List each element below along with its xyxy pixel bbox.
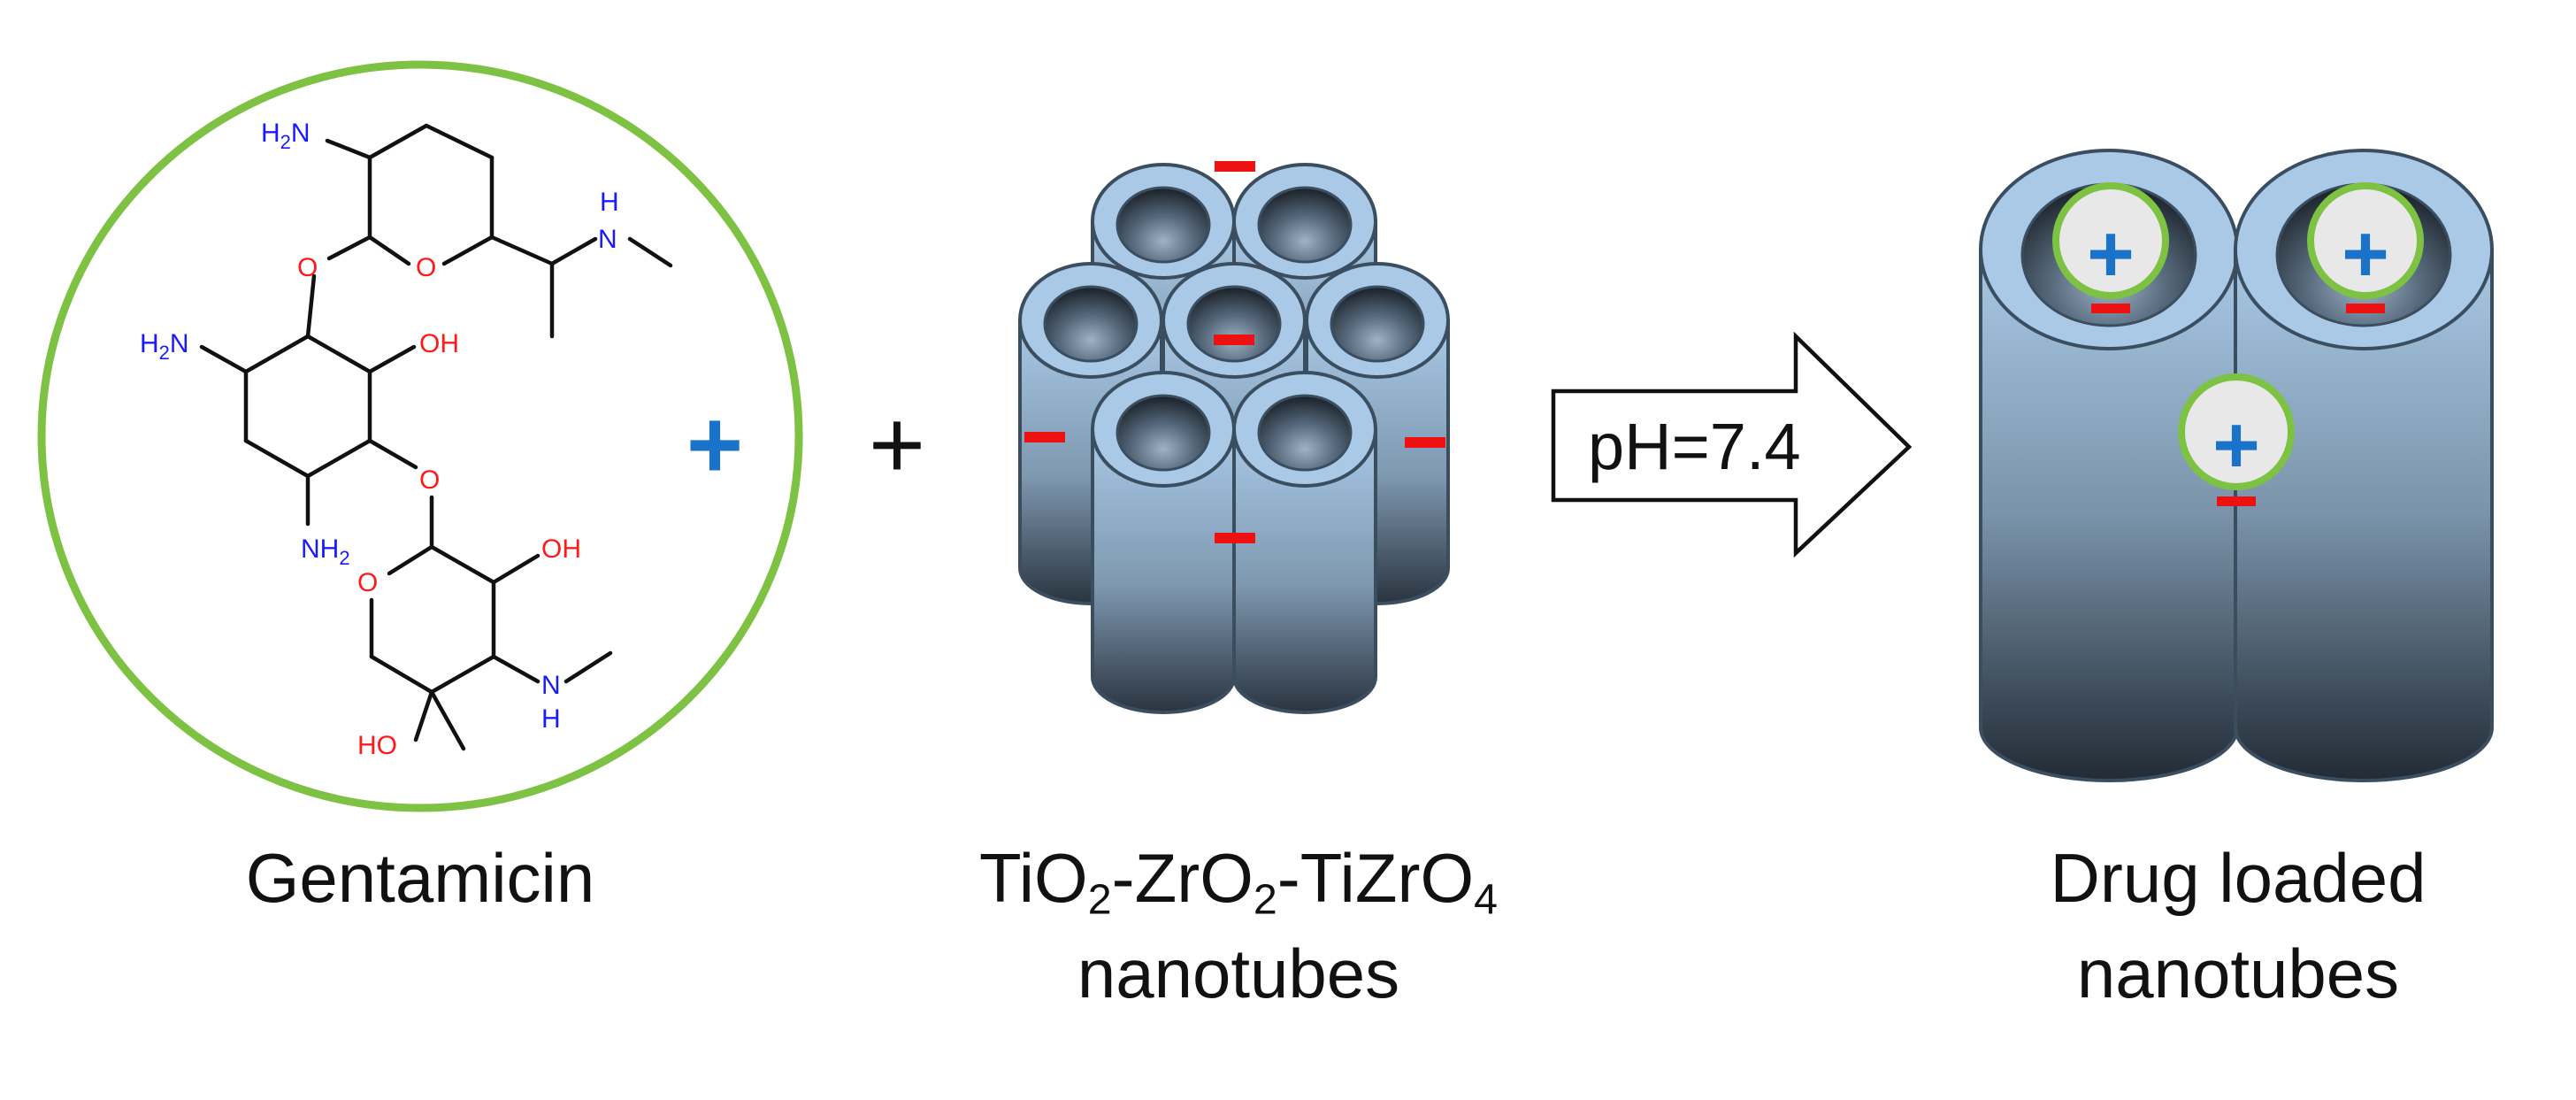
drug-molecule-left: + — [2052, 182, 2169, 313]
drug-charge-middle: + — [2212, 400, 2260, 490]
neg-charge-loaded-right — [2346, 304, 2385, 313]
formula-part-tizro: -TiZrO — [1276, 839, 1475, 917]
caption-nanotubes: TiO2-ZrO2-TiZrO4 nanotubes — [902, 830, 1575, 1021]
neg-charge-top — [1215, 161, 1255, 172]
formula-sub-1: 2 — [1087, 875, 1112, 924]
neg-charge-bottom — [1215, 533, 1255, 543]
label-o-bridge-left: O — [297, 253, 318, 282]
molecule-bonds — [199, 123, 673, 751]
nanotube-negative-charges — [1024, 161, 1445, 543]
label-h2n-top: H2N — [261, 119, 310, 153]
drug-molecule-right: + — [2307, 182, 2424, 313]
formula-part-zro: -ZrO — [1111, 839, 1254, 917]
label-h-bottom: H — [541, 704, 561, 734]
process-arrow: pH=7.4 — [1551, 331, 1913, 558]
caption-nanotubes-line2: nanotubes — [1077, 935, 1400, 1012]
formula-part-tio: TiO — [978, 839, 1088, 917]
nanotube-bundle — [1018, 161, 1450, 714]
neg-charge-center — [1214, 335, 1254, 345]
label-ho-bottom: HO — [357, 731, 397, 760]
drug-charge-right: + — [2342, 209, 2389, 299]
gentamicin-group: H2N H N O O H2N OH O NH2 O OH N H HO + — [37, 60, 803, 812]
neg-charge-loaded-left — [2091, 304, 2130, 313]
label-o-ring-bottom: O — [357, 568, 378, 597]
label-o-bridge-lower: O — [419, 465, 440, 495]
arrow-label: pH=7.4 — [1588, 410, 1801, 483]
caption-drug-loaded: Drug loaded nanotubes — [1964, 830, 2512, 1021]
formula-sub-2: 2 — [1253, 875, 1277, 924]
neg-charge-left — [1024, 432, 1065, 442]
drug-charge-left: + — [2087, 209, 2135, 299]
caption-drug-line1: Drug loaded — [2050, 839, 2426, 917]
operator-plus: + — [869, 390, 925, 499]
molecule-atom-labels: H2N H N O O H2N OH O NH2 O OH N H HO — [140, 119, 619, 760]
neg-charge-loaded-middle — [2217, 496, 2256, 506]
caption-gentamicin-text: Gentamicin — [245, 839, 595, 917]
neg-charge-right — [1405, 437, 1445, 448]
caption-drug-line2: nanotubes — [2076, 935, 2400, 1012]
caption-gentamicin: Gentamicin — [133, 830, 708, 926]
drug-loaded-nanotubes: + + + — [1979, 149, 2494, 782]
nanotube-front-left — [1091, 371, 1236, 714]
molecule-charge-plus: + — [686, 390, 743, 499]
drug-molecule-middle: + — [2178, 373, 2295, 506]
label-nh2-low: NH2 — [301, 535, 350, 569]
molecule-circle — [37, 60, 803, 812]
formula-sub-3: 4 — [1474, 875, 1499, 924]
label-n-bottom: N — [541, 671, 561, 700]
label-oh-top: OH — [419, 329, 459, 358]
caption-nanotubes-line1: TiO2-ZrO2-TiZrO4 — [902, 830, 1575, 926]
label-nh-h: H — [600, 188, 619, 217]
label-nh-n: N — [598, 225, 617, 254]
label-oh-right: OH — [541, 535, 581, 564]
label-o-ring-top: O — [416, 253, 436, 282]
label-h2n-mid: H2N — [140, 329, 189, 364]
